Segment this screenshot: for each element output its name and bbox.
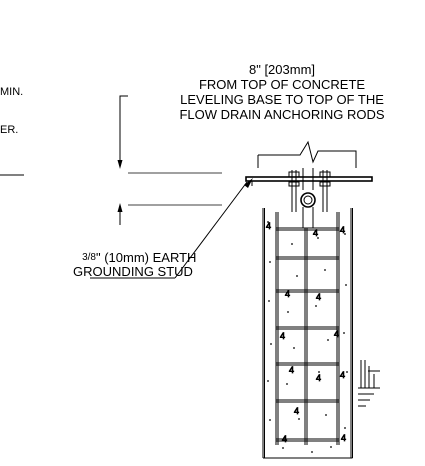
dimension-line-4: FLOW DRAIN ANCHORING RODS [179,107,384,122]
anchor-rods [288,170,331,212]
svg-text:4: 4 [313,228,318,238]
dimension-label: 8" [203mm] FROM TOP OF CONCRETE LEVELING… [179,62,384,122]
svg-text:4: 4 [285,289,290,299]
stud-fraction: 3/8 [82,252,96,263]
svg-text:4: 4 [316,373,321,383]
earth-ground-symbol [358,360,380,407]
svg-text:4: 4 [316,292,321,302]
svg-text:4: 4 [282,434,287,444]
svg-text:4: 4 [341,433,346,443]
stud-label-line-1: " (10mm) EARTH [96,250,196,265]
dimension-value: 8" [203mm] [249,62,315,77]
break-line [257,140,357,168]
svg-text:4: 4 [340,225,345,235]
aggregate-triangles: 4 4 4 4 4 4 4 4 4 4 4 4 4 [266,221,347,445]
aggregate-stipple [267,221,348,453]
rebar-cage [275,212,340,445]
concrete-foundation [262,208,353,459]
grounding-stud-label: 3/8 " (10mm) EARTH GROUNDING STUD [73,250,196,279]
svg-text:4: 4 [289,365,294,375]
svg-text:4: 4 [280,331,285,341]
dimension-line-3: LEVELING BASE TO TOP OF THE [180,92,384,107]
grounding-stud-leader [90,178,253,279]
note-er-fragment: ER. [0,124,18,136]
dimension-line-2: FROM TOP OF CONCRETE [199,77,365,92]
svg-text:4: 4 [334,329,339,339]
stud-label-line-2: GROUNDING STUD [73,264,193,279]
base-plate [245,176,373,182]
note-min-fragment: MIN. [0,86,23,98]
svg-text:4: 4 [340,370,345,380]
svg-text:4: 4 [294,406,299,416]
conduit-fitting [300,168,316,228]
svg-text:4: 4 [266,221,271,231]
dimension-leader [117,95,222,225]
